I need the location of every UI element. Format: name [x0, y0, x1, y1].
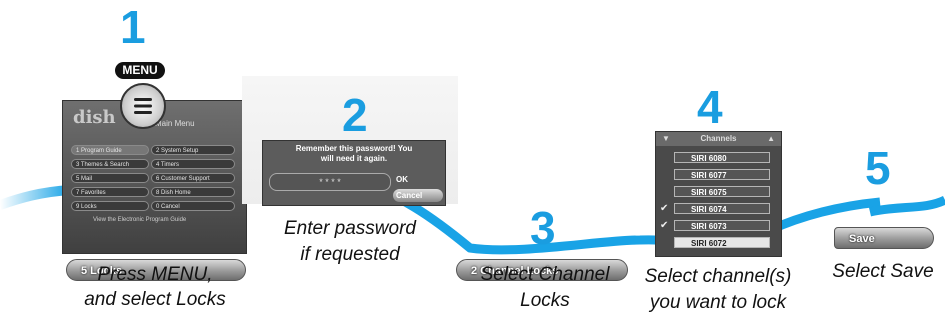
- channel-row[interactable]: SIRI 6077: [674, 169, 770, 180]
- channel-list-header: ▼ Channels ▲: [656, 132, 781, 146]
- step-5-caption: Select Save: [832, 261, 934, 282]
- menu-badge-label: MENU: [122, 63, 158, 77]
- channel-list: ▼ Channels ▲ SIRI 6080 SIRI 6077 SIRI 60…: [655, 131, 782, 257]
- menu-badge: MENU: [115, 62, 165, 79]
- cancel-button[interactable]: Cancel: [393, 189, 443, 202]
- step-4-caption-line1: Select channel(s): [644, 266, 792, 287]
- menu-item[interactable]: 6 Customer Support: [151, 173, 235, 183]
- step-1-caption-line1: Press MENU,: [97, 264, 213, 285]
- dish-logo: dish: [73, 107, 116, 128]
- menu-item[interactable]: 3 Themes & Search: [71, 159, 149, 169]
- channel-row[interactable]: SIRI 6080: [674, 152, 770, 163]
- step-2-caption-line2: if requested: [300, 244, 400, 265]
- menu-item[interactable]: 0 Cancel: [151, 201, 235, 211]
- password-field[interactable]: * * * *: [269, 173, 391, 191]
- hamburger-icon: [134, 98, 152, 114]
- menu-item[interactable]: 2 System Setup: [151, 145, 235, 155]
- chevron-down-icon[interactable]: ▼: [662, 134, 670, 143]
- ok-button[interactable]: OK: [396, 175, 408, 184]
- channel-row[interactable]: SIRI 6075: [674, 186, 770, 197]
- channel-list-title: Channels: [700, 134, 737, 143]
- checkmark-icon[interactable]: ✔: [660, 220, 669, 231]
- password-dialog: Remember this password! You will need it…: [262, 140, 446, 206]
- step-5-number: 5: [865, 142, 891, 194]
- step-3-caption-line1: Select Channel: [480, 264, 610, 285]
- step-4-caption-line2: you want to lock: [649, 292, 787, 313]
- menu-items: 1 Program Guide 2 System Setup 3 Themes …: [63, 145, 246, 235]
- step-1-number: 1: [120, 1, 146, 53]
- step-4-number: 4: [697, 81, 723, 133]
- step-2-caption-line1: Enter password: [283, 218, 416, 239]
- locks-button[interactable]: 5 Locks: [66, 259, 246, 281]
- step-3-caption-line2: Locks: [520, 290, 570, 311]
- menu-item[interactable]: 8 Dish Home: [151, 187, 235, 197]
- menu-footer: View the Electronic Program Guide: [93, 217, 187, 223]
- step-1-caption-line2: and select Locks: [84, 289, 226, 310]
- channel-row[interactable]: SIRI 6072: [674, 237, 770, 248]
- password-mask: * * * *: [319, 177, 341, 187]
- step-3-number: 3: [530, 202, 556, 254]
- save-button[interactable]: Save: [834, 227, 934, 249]
- menu-item[interactable]: 7 Favorites: [71, 187, 149, 197]
- menu-remote-button[interactable]: [120, 83, 166, 129]
- dialog-message-line2: will need it again.: [320, 154, 388, 163]
- checkmark-icon[interactable]: ✔: [660, 203, 669, 214]
- dialog-message-line1: Remember this password! You: [295, 144, 413, 153]
- step-2-number: 2: [342, 89, 368, 141]
- menu-item[interactable]: 9 Locks: [71, 201, 149, 211]
- menu-title: Main Menu: [155, 119, 195, 128]
- channel-row[interactable]: SIRI 6074: [674, 203, 770, 214]
- menu-item[interactable]: 4 Timers: [151, 159, 235, 169]
- chevron-up-icon[interactable]: ▲: [767, 134, 775, 143]
- menu-item[interactable]: 1 Program Guide: [71, 145, 149, 155]
- channel-locks-button[interactable]: 2 Channel Locks: [456, 259, 628, 281]
- menu-item[interactable]: 5 Mail: [71, 173, 149, 183]
- channel-row[interactable]: SIRI 6073: [674, 220, 770, 231]
